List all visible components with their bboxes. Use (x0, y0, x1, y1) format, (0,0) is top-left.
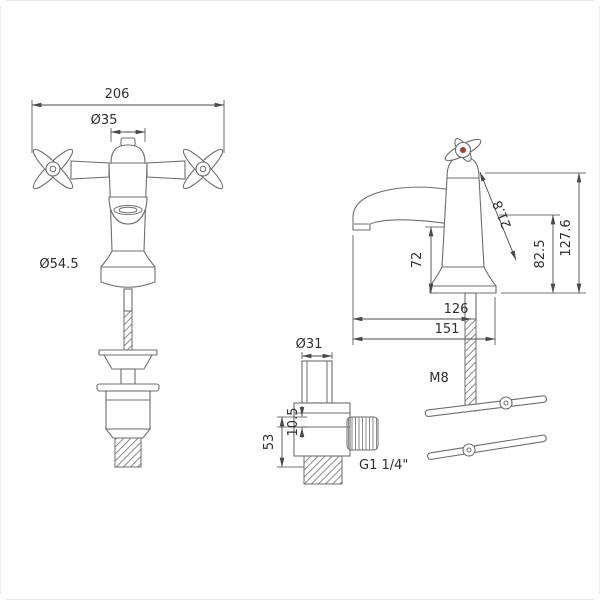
tail-rod-thread (123, 310, 133, 351)
fixing-stud-2 (426, 434, 547, 460)
dim-spout-reach-value: 126 (444, 302, 469, 317)
base-flange-side (428, 266, 498, 287)
waste-taper (104, 428, 152, 439)
dim-handle-offset: 21.8 (479, 171, 517, 261)
dim-handle-offset-value: 21.8 (490, 198, 515, 230)
washer (98, 349, 158, 356)
side-cross-handle (444, 138, 482, 162)
dim-waste-top-dia-value: Ø31 (296, 337, 323, 352)
dim-spout-height-value: 82.5 (533, 240, 548, 269)
spout-front (108, 196, 148, 225)
base-flange (99, 250, 157, 268)
side-view (352, 138, 498, 412)
body-side (441, 177, 485, 268)
waste-body (105, 390, 151, 430)
fixing-rod-thread (464, 318, 477, 412)
dim-spout-reach: 126 (352, 235, 472, 345)
waste-thread (114, 437, 142, 468)
dim-clearance-height: 72 (410, 226, 444, 294)
fixing-stud-1 (424, 395, 548, 418)
base-cylinder (100, 266, 156, 288)
dim-clearance-height-value: 72 (410, 252, 425, 269)
fixing-studs (424, 395, 548, 460)
drain-front-view (96, 288, 160, 468)
stud-washer-1 (499, 396, 513, 410)
dim-waste-flange-height-value: 10.5 (286, 408, 301, 437)
dim-front-width-value: 206 (105, 87, 130, 102)
dim-waste-body-height: 53 (262, 416, 304, 468)
dim-total-height: 127.6 (485, 172, 586, 294)
left-arm (70, 160, 110, 180)
waste-outlet-thread (303, 455, 343, 485)
right-cross-handle (182, 148, 224, 190)
label-base-dia: Ø54.5 (39, 257, 78, 272)
dim-overall-reach: 151 (352, 297, 496, 345)
knurled-nut (346, 416, 379, 451)
plug-stem (120, 368, 136, 385)
spout-side (352, 186, 452, 231)
dim-waste-top-dia: Ø31 (296, 337, 333, 359)
tail-rod (123, 288, 133, 312)
plug-cone (103, 354, 153, 370)
front-view (32, 137, 224, 288)
dim-cartridge-dia-value: Ø35 (91, 113, 118, 128)
dim-cartridge-dia: Ø35 (91, 113, 146, 142)
waste-top-flange (96, 383, 160, 392)
dim-waste-body-height-value: 53 (262, 434, 277, 451)
aerator-inner (118, 206, 138, 214)
dome (110, 144, 146, 164)
right-arm (146, 160, 186, 180)
base-cylinder-side (429, 285, 497, 294)
aerator-outer (113, 205, 143, 215)
stud-washer-2 (462, 443, 476, 457)
label-waste-outlet-thread: G1 1/4" (359, 458, 408, 473)
dim-total-height-value: 127.6 (559, 219, 574, 256)
dim-front-width: 206 (31, 87, 225, 153)
handle-indice-dot (460, 147, 466, 153)
dim-overall-reach-value: 151 (435, 322, 460, 337)
label-fixing-thread: M8 (429, 371, 449, 386)
left-cross-handle (32, 148, 74, 190)
